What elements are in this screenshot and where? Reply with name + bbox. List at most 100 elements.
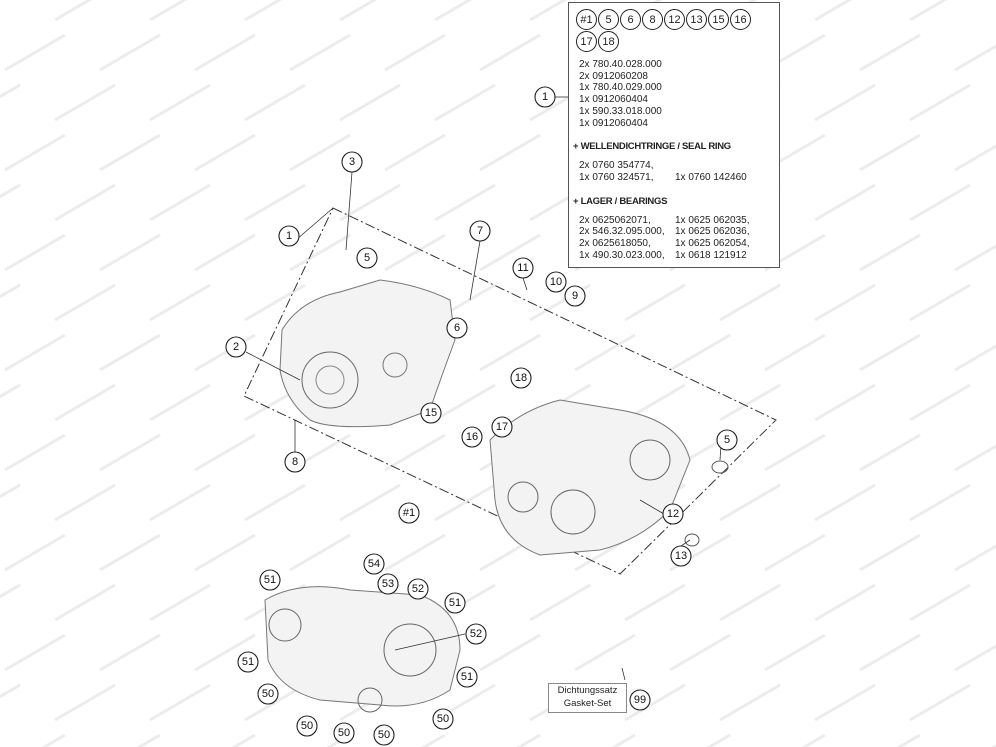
part-number xyxy=(675,160,773,172)
watermark-mark xyxy=(611,733,636,747)
watermark-mark xyxy=(149,0,188,22)
callout-5: 5 xyxy=(716,429,738,451)
watermark-mark xyxy=(479,333,541,372)
bearing-seat xyxy=(629,439,671,481)
gasket-set-label-en: Gasket-Set xyxy=(563,698,612,709)
watermark-mark xyxy=(194,433,256,472)
part-number: 1x 780.40.029.000 xyxy=(579,82,662,94)
watermark-mark xyxy=(244,183,306,222)
watermark-mark xyxy=(719,383,781,422)
watermark-mark xyxy=(289,533,351,572)
watermark-mark xyxy=(339,183,401,222)
svg-text:1: 1 xyxy=(542,91,548,103)
svg-text:99: 99 xyxy=(634,694,646,706)
part-number: 1x 0625 062054, xyxy=(675,238,750,250)
legend-chip: 17 xyxy=(576,31,597,52)
callout-1: 1 xyxy=(278,225,300,247)
watermark-mark xyxy=(4,333,66,372)
watermark-mark xyxy=(194,533,256,572)
watermark-mark xyxy=(136,733,161,747)
watermark-mark xyxy=(194,233,256,272)
watermark-mark xyxy=(4,433,66,472)
seal-ring xyxy=(711,460,729,474)
svg-text:11: 11 xyxy=(517,262,528,274)
part-number: 1x 0625 062036, xyxy=(675,226,750,238)
svg-text:50: 50 xyxy=(338,727,350,739)
watermark-mark xyxy=(0,0,20,20)
watermark-mark xyxy=(624,583,686,622)
part-number: 2x 0625618050, xyxy=(579,238,651,250)
callout-52: 52 xyxy=(407,578,429,600)
watermark-mark xyxy=(991,744,996,747)
part-number: 1x 490.30.023.000, xyxy=(579,249,665,261)
callout-18: 18 xyxy=(510,367,532,389)
watermark-mark xyxy=(194,133,256,172)
right-crankcase-half xyxy=(489,399,691,556)
watermark-mark xyxy=(99,233,161,272)
watermark-mark xyxy=(244,83,306,122)
watermark-mark xyxy=(719,583,781,622)
watermark-mark xyxy=(434,83,496,122)
watermark-mark xyxy=(339,483,401,522)
svg-text:#1: #1 xyxy=(403,507,415,519)
legend-chip: 8 xyxy=(642,9,663,30)
svg-text:8: 8 xyxy=(292,456,298,468)
watermark-mark xyxy=(954,44,996,72)
watermark-mark xyxy=(149,483,211,522)
svg-text:13: 13 xyxy=(675,550,687,562)
watermark-mark xyxy=(909,683,971,722)
watermark-mark xyxy=(859,333,921,372)
watermark-mark xyxy=(909,483,971,522)
watermark-mark xyxy=(99,533,161,572)
crank-seat xyxy=(315,365,345,395)
watermark-mark xyxy=(909,83,971,122)
watermark-mark xyxy=(384,133,446,172)
callout-51: 51 xyxy=(237,651,259,673)
svg-text:50: 50 xyxy=(262,688,274,700)
part-number: 1x 0625 062035, xyxy=(675,214,750,226)
watermark-mark xyxy=(434,383,496,422)
callout-8: 8 xyxy=(284,451,306,473)
seal-ring-heading: + WELLENDICHTRINGE / SEAL RING xyxy=(573,141,731,153)
part-number: 2x 0760 354774, xyxy=(579,160,654,172)
watermark-mark xyxy=(896,733,921,747)
callout-10: 10 xyxy=(545,271,567,293)
watermark-mark xyxy=(384,433,446,472)
watermark-mark xyxy=(421,733,446,747)
callout-53: 53 xyxy=(377,573,399,595)
watermark-mark xyxy=(814,383,876,422)
svg-text:51: 51 xyxy=(242,656,254,668)
watermark-mark xyxy=(624,683,686,722)
watermark-mark xyxy=(529,0,568,22)
watermark-mark xyxy=(529,583,591,622)
callout-50: 50 xyxy=(257,683,279,705)
svg-text:16: 16 xyxy=(466,431,478,443)
watermark-mark xyxy=(4,133,66,172)
watermark-mark xyxy=(4,633,66,672)
svg-text:50: 50 xyxy=(437,713,449,725)
watermark-mark xyxy=(479,33,541,72)
svg-text:50: 50 xyxy=(378,729,390,741)
watermark-mark xyxy=(99,633,161,672)
svg-text:51: 51 xyxy=(449,597,461,609)
part-number: 1x 590.33.018.000 xyxy=(579,105,662,117)
bearing-seat xyxy=(550,489,596,535)
legend-chip: 5 xyxy=(598,9,619,30)
svg-text:3: 3 xyxy=(349,156,355,168)
watermark-mark xyxy=(54,183,116,222)
watermark-mark xyxy=(954,344,996,372)
svg-text:52: 52 xyxy=(470,628,482,640)
callout-50: 50 xyxy=(296,715,318,737)
watermark-mark xyxy=(289,233,351,272)
watermark-mark xyxy=(909,583,971,622)
watermark-mark xyxy=(814,283,876,322)
watermark-mark xyxy=(149,583,211,622)
callout-15: 15 xyxy=(420,402,442,424)
watermark-mark xyxy=(99,333,161,372)
gasket-set-box: Dichtungssatz Gasket-Set xyxy=(548,683,627,713)
watermark-mark xyxy=(909,383,971,422)
svg-text:54: 54 xyxy=(368,558,380,570)
callout-52: 52 xyxy=(465,623,487,645)
